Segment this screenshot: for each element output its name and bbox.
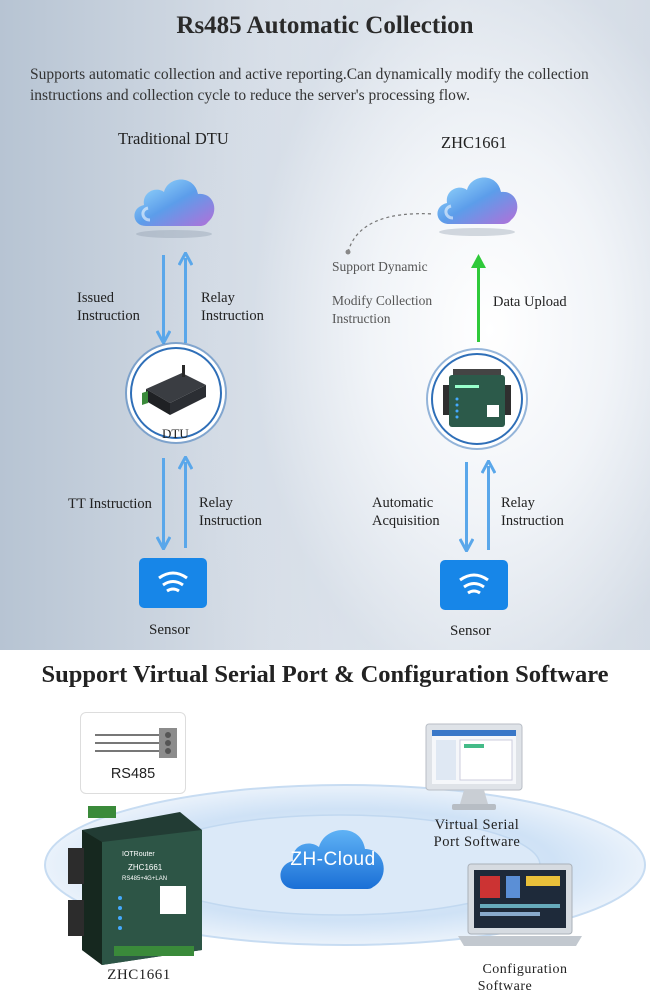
zhc1661-gateway-icon: IOTRouter ZHC1661 RS485+4G+LAN [68,806,202,965]
virtual-serial-panel: RS485 IOTRouter ZHC1661 RS485+4G+LAN ZHC… [0,700,650,1001]
sensor-wave-icon [459,573,489,595]
gateway-model-text: ZHC1661 [128,863,163,872]
section-title-collection: Rs485 Automatic Collection [176,12,474,39]
intro-text: Supports automatic collection and active… [30,66,589,104]
dtu-label: DTU [162,426,189,441]
dtu-device-icon [142,365,206,415]
arrow-up-icon [178,456,193,470]
monitor-icon [425,723,523,810]
sensor-device-right [440,560,508,610]
zhc1661-label: ZHC1661 [107,967,171,983]
section-title-virtual-serial: Support Virtual Serial Port & Configurat… [41,661,609,688]
gateway-sub-text: RS485+4G+LAN [122,876,167,882]
rs485-label: RS485 [110,766,156,782]
support-dynamic-label: Support Dynamic [332,259,428,274]
relay-arrow-2 [184,462,187,548]
arrow-up-icon [471,254,486,268]
auto-label-1: Automatic [372,495,434,511]
zh-cloud-label: ZH-Cloud [290,849,376,870]
gateway-brand-text: IOTRouter [122,851,155,858]
traditional-dtu-heading: Traditional DTU [118,129,229,148]
relay-label-2: Instruction [201,308,264,324]
sensor-wave-icon [158,571,188,593]
dynamic-dashed-curve [345,213,435,255]
cloud-icon [437,177,518,236]
laptop-icon [458,863,582,946]
zhc1661-heading: ZHC1661 [441,133,507,152]
modify-label-2: Instruction [332,311,391,326]
cloud-icon [134,179,215,238]
issued-label-2: Instruction [77,308,140,324]
virtual-serial-label-1: Virtual Serial [434,817,520,833]
relay2-label-1: Relay [199,495,233,511]
sensor-device-left [139,558,207,608]
modify-label-1: Modify Collection [332,293,433,308]
relay2-label-2: Instruction [199,513,262,529]
rs485-card: RS485 [80,712,186,794]
auto-acquisition-arrow [465,462,468,548]
arrow-down-icon [156,330,171,344]
sensor-label-left: Sensor [149,622,190,638]
zhc1661-device-circle [431,353,523,445]
data-upload-label: Data Upload [493,294,567,310]
issued-arrow [162,255,165,340]
data-upload-arrow [477,262,480,342]
tt-instruction-label: TT Instruction [68,496,152,512]
relay3-label-1: Relay [501,495,535,511]
relay3-label-2: Instruction [501,513,564,529]
arrow-down-icon [156,536,171,550]
virtual-serial-label-2: Port Software [433,834,521,850]
tt-arrow [162,458,165,546]
zhc1661-device-icon [443,369,511,427]
collection-panel: Rs485 Automatic Collection Supports auto… [0,0,650,650]
dtu-device-circle [130,347,222,439]
sensor-label-right: Sensor [450,623,491,639]
arrow-up-icon [178,252,193,266]
relay-label-1: Relay [201,290,235,306]
relay-arrow [184,258,187,343]
config-software-label-2: Software [477,979,533,994]
arrow-down-icon [459,538,474,552]
config-software-label-1: Configuration [482,962,568,977]
issued-label-1: Issued [77,290,115,306]
rs485-connector-icon [95,728,177,758]
auto-label-2: Acquisition [372,513,440,529]
relay-arrow-3 [487,466,490,550]
zh-cloud-icon [280,830,384,889]
arrow-up-icon [481,460,496,474]
